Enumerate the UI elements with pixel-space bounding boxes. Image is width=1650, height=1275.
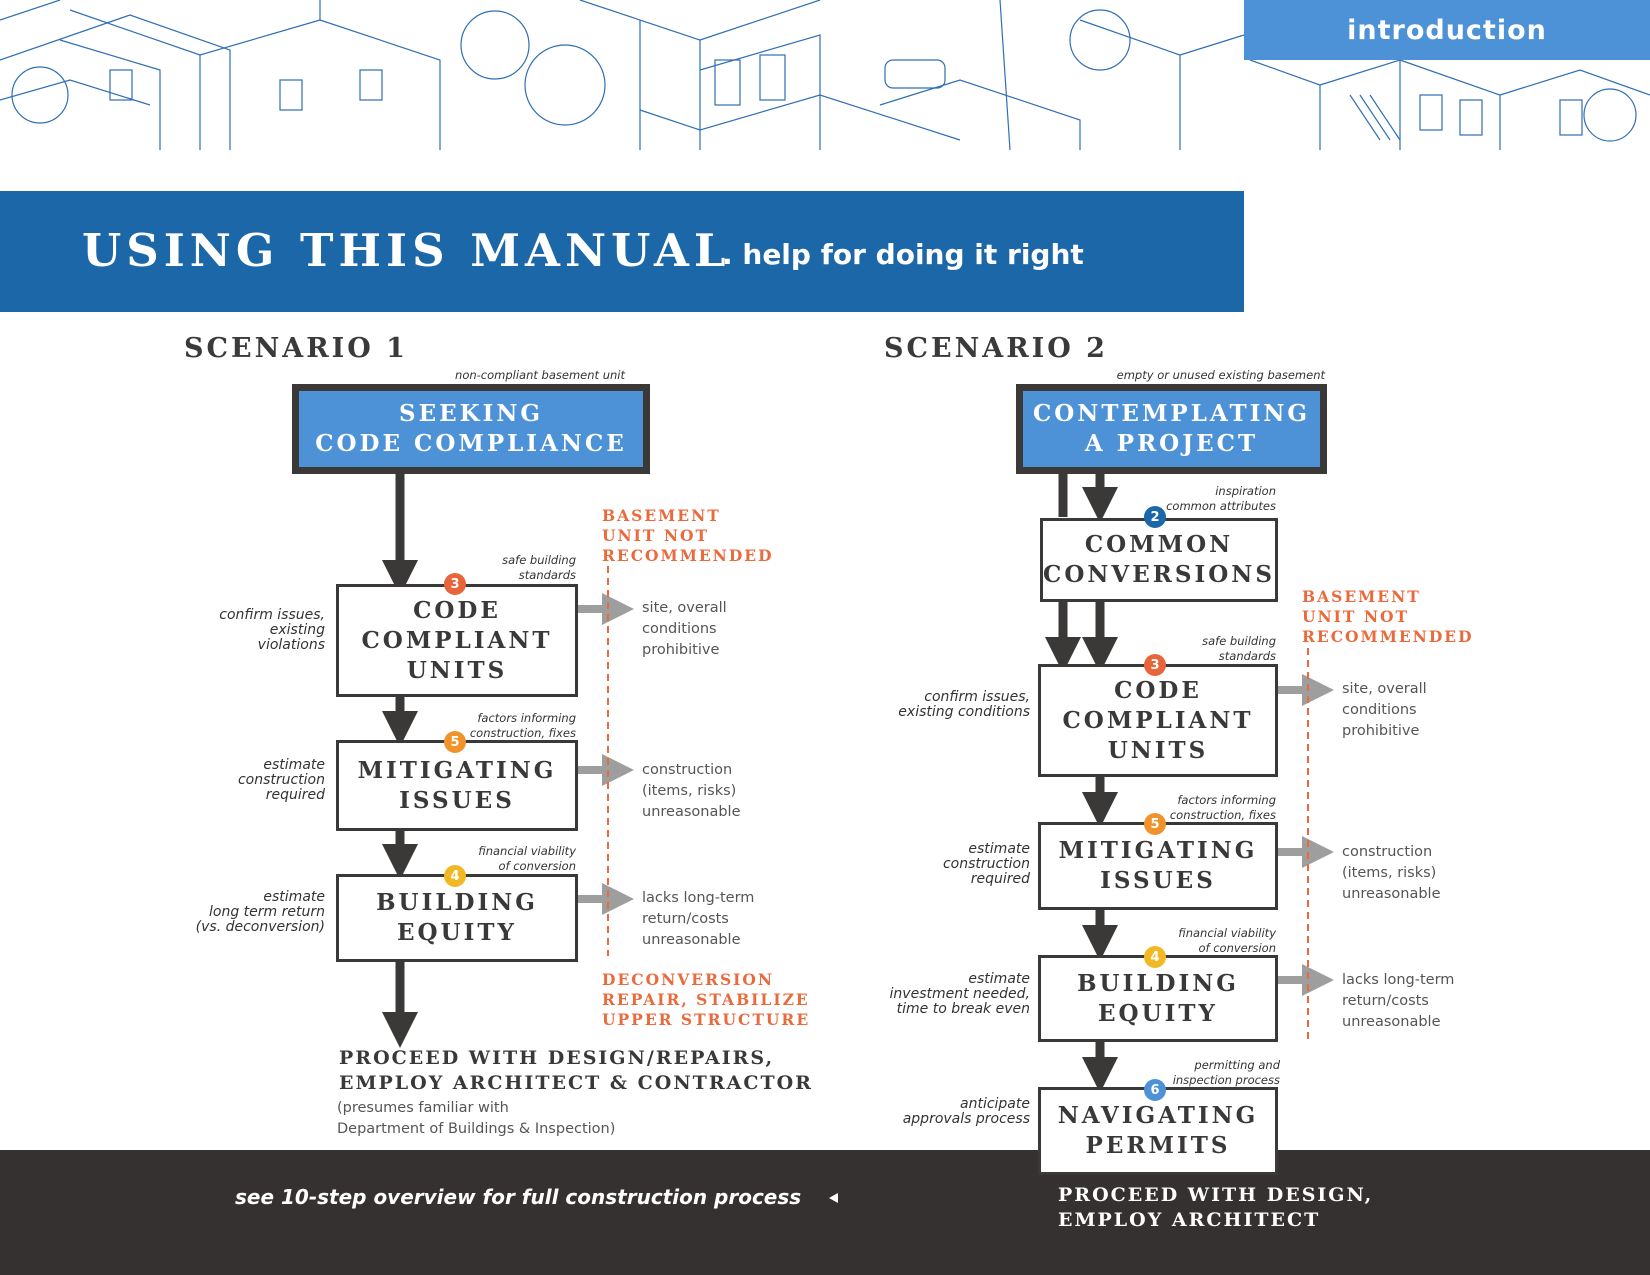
s2-step5-note: permitting and inspection process — [1172, 1058, 1280, 1087]
s2-box-navigating-permits[interactable]: NAVIGATING PERMITS — [1038, 1087, 1278, 1175]
s2-step3-badge: 5 — [1144, 813, 1166, 835]
s1-step3-badge: 4 — [444, 865, 466, 887]
s1-step2-badge: 5 — [444, 731, 466, 753]
see-overview-link[interactable]: see 10-step overview for full constructi… — [235, 1185, 802, 1209]
s1-step2-note: factors informing construction, fixes — [469, 711, 576, 740]
page-title: USING THIS MANUAL — [82, 224, 731, 277]
s2-step2-outcome: site, overall conditions prohibitive — [1342, 681, 1427, 739]
s1-start-line-2: CODE COMPLIANCE — [315, 430, 627, 457]
s2-step2-side: confirm issues, existing conditions — [898, 689, 1030, 720]
header-illustration — [0, 0, 1650, 150]
s1-step2-outcome: construction (items, risks) unreasonable — [642, 762, 741, 820]
s2-box-building-equity[interactable]: BUILDING EQUITY — [1038, 955, 1278, 1042]
s1-proceed: PROCEED WITH DESIGN/REPAIRS, EMPLOY ARCH… — [339, 1047, 813, 1094]
s2-box-mitigating-issues[interactable]: MITIGATING ISSUES — [1038, 822, 1278, 910]
s2-start-line-1: CONTEMPLATING — [1032, 400, 1311, 427]
s1-box-mitigating-issues[interactable]: MITIGATING ISSUES — [336, 740, 578, 831]
s1-step1-badge: 3 — [444, 573, 466, 595]
s1-warning-top: BASEMENT UNIT NOT RECOMMENDED — [602, 506, 774, 565]
arrow-left-icon — [829, 1193, 838, 1203]
s2-step4-side: estimate investment needed, time to brea… — [889, 971, 1030, 1017]
introduction-tab[interactable]: introduction — [1244, 0, 1650, 60]
s1-box-code-compliant-units[interactable]: CODE COMPLIANT UNITS — [336, 584, 578, 697]
s2-start-line-2: A PROJECT — [1084, 430, 1259, 457]
s2-start-note: empty or unused existing basement — [1116, 368, 1325, 382]
footer-bar — [0, 1150, 1650, 1275]
s2-step3-note: factors informing construction, fixes — [1169, 793, 1276, 822]
s1-step1-outcome: site, overall conditions prohibitive — [642, 600, 727, 658]
s2-step5-side: anticipate approvals process — [902, 1096, 1030, 1127]
title-banner — [0, 191, 1244, 312]
scenario-2-title: SCENARIO 2 — [884, 333, 1108, 364]
s1-step2-side: estimate construction required — [237, 757, 325, 803]
s2-box-common-conversions[interactable]: COMMON CONVERSIONS — [1040, 518, 1278, 602]
s2-proceed: PROCEED WITH DESIGN, EMPLOY ARCHITECT — [1058, 1184, 1374, 1231]
s2-step4-outcome: lacks long-term return/costs unreasonabl… — [1342, 972, 1455, 1030]
s1-start-box[interactable]: SEEKING CODE COMPLIANCE — [292, 384, 650, 474]
s2-start-box[interactable]: CONTEMPLATING A PROJECT — [1016, 384, 1327, 474]
s2-box-code-compliant-units[interactable]: CODE COMPLIANT UNITS — [1038, 664, 1278, 777]
s2-step3-outcome: construction (items, risks) unreasonable — [1342, 844, 1441, 902]
page-subtitle: . help for doing it right — [722, 238, 1084, 271]
s2-step1-badge: 2 — [1144, 506, 1166, 528]
s1-step3-outcome: lacks long-term return/costs unreasonabl… — [642, 890, 755, 948]
s2-step1-note: inspiration common attributes — [1166, 484, 1276, 513]
scenario-1-title: SCENARIO 1 — [184, 333, 408, 364]
s1-proceed-note: (presumes familiar with Department of Bu… — [337, 1100, 616, 1137]
s2-step4-note: financial viability of conversion — [1178, 926, 1276, 955]
s1-start-note: non-compliant basement unit — [455, 368, 625, 382]
s2-step5-badge: 6 — [1144, 1079, 1166, 1101]
s1-step3-side: estimate long term return (vs. deconvers… — [195, 889, 325, 935]
s1-step3-note: financial viability of conversion — [478, 844, 576, 873]
s1-box-building-equity[interactable]: BUILDING EQUITY — [336, 874, 578, 962]
s2-step4-badge: 4 — [1144, 946, 1166, 968]
s1-start-line-1: SEEKING — [398, 400, 544, 427]
s1-step1-note: safe building standards — [502, 553, 576, 582]
s1-step1-side: confirm issues, existing violations — [219, 607, 325, 653]
s2-step2-note: safe building standards — [1202, 634, 1276, 663]
s2-step2-badge: 3 — [1144, 654, 1166, 676]
s2-step3-side: estimate construction required — [942, 841, 1030, 887]
s1-warning-bottom: DECONVERSION REPAIR, STABILIZE UPPER STR… — [602, 970, 811, 1029]
s2-warning: BASEMENT UNIT NOT RECOMMENDED — [1302, 587, 1474, 646]
